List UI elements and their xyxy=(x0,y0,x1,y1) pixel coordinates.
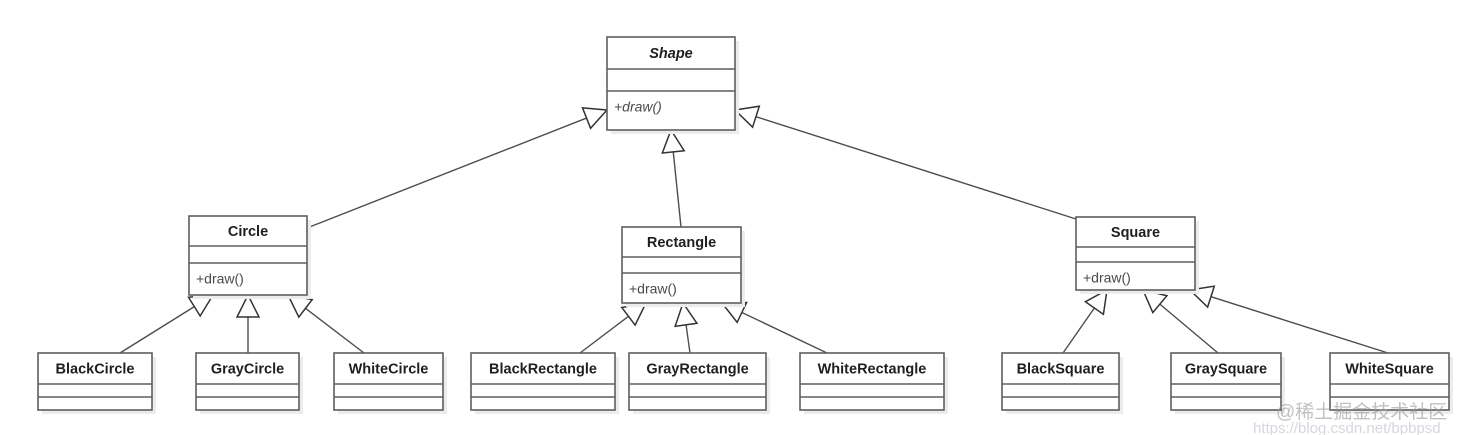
class-box-circle[interactable]: Circle +draw() xyxy=(188,215,311,299)
generalization-gray_circle-to-circle xyxy=(235,293,261,353)
class-box-square[interactable]: Square +draw() xyxy=(1075,216,1199,294)
generalization-black_rectangle-to-rectangle xyxy=(579,301,648,354)
generalization-line xyxy=(685,324,691,354)
generalization-white_square-to-square xyxy=(1188,285,1389,354)
class-box-outline xyxy=(1075,216,1196,291)
generalization-black_circle-to-circle xyxy=(119,294,215,354)
generalization-arrowhead xyxy=(674,301,699,328)
class-box-gray-square[interactable]: GraySquare xyxy=(1170,352,1285,414)
class-box-rectangle[interactable]: Rectangle +draw() xyxy=(621,226,745,307)
class-name-label: WhiteCircle xyxy=(349,361,429,377)
class-box-outline xyxy=(1001,352,1120,411)
generalization-gray_rectangle-to-rectangle xyxy=(674,301,699,354)
generalization-circle-to-shape xyxy=(306,106,609,229)
class-name-label: Square xyxy=(1111,225,1160,241)
generalization-line xyxy=(119,306,195,354)
watermark-handle: @稀土掘金技术社区 xyxy=(1276,401,1447,423)
generalization-line xyxy=(1159,303,1219,354)
generalization-square-to-shape xyxy=(733,105,1077,220)
class-name-label: Rectangle xyxy=(647,235,716,251)
generalization-line xyxy=(1062,307,1095,354)
class-box-outline xyxy=(799,352,945,411)
class-box-outline xyxy=(606,36,736,131)
class-name-label: Circle xyxy=(228,224,268,240)
generalization-arrowhead xyxy=(581,106,609,130)
class-name-label: WhiteSquare xyxy=(1345,361,1434,377)
class-box-gray-rectangle[interactable]: GrayRectangle xyxy=(628,352,770,414)
generalization-arrowhead xyxy=(733,105,761,129)
class-box-white-square[interactable]: WhiteSquare xyxy=(1329,352,1453,414)
class-box-black-square[interactable]: BlackSquare xyxy=(1001,352,1123,414)
generalization-line xyxy=(755,116,1077,220)
class-box-white-rectangle[interactable]: WhiteRectangle xyxy=(799,352,948,414)
class-box-outline xyxy=(628,352,767,411)
generalization-black_square-to-square xyxy=(1062,288,1108,354)
class-method-label: +draw() xyxy=(629,281,677,297)
generalization-white_circle-to-circle xyxy=(286,293,365,354)
generalization-line xyxy=(305,307,365,354)
class-method-label: +draw() xyxy=(1083,270,1131,286)
class-name-label: BlackCircle xyxy=(56,361,135,377)
class-name-label: GrayRectangle xyxy=(646,361,748,377)
class-box-outline xyxy=(470,352,616,411)
class-box-outline xyxy=(37,352,153,411)
class-name-label: GrayCircle xyxy=(211,361,284,377)
class-name-label: BlackSquare xyxy=(1017,361,1105,377)
class-name-label: GraySquare xyxy=(1185,361,1267,377)
generalization-arrowhead xyxy=(661,128,686,154)
class-name-label: BlackRectangle xyxy=(489,361,597,377)
watermark: @稀土掘金技术社区 https://blog.csdn.net/bpbpsd xyxy=(1253,401,1447,435)
generalization-rectangle-to-shape xyxy=(661,128,686,228)
generalization-arrowhead xyxy=(1083,288,1108,316)
class-box-outline xyxy=(188,215,308,296)
class-box-outline xyxy=(195,352,300,411)
generalization-line xyxy=(306,117,587,229)
class-box-black-circle[interactable]: BlackCircle xyxy=(37,352,156,414)
watermark-url: https://blog.csdn.net/bpbpsd xyxy=(1253,420,1441,435)
generalization-line xyxy=(579,315,629,354)
generalization-line xyxy=(741,311,828,354)
class-method-label: +draw() xyxy=(614,99,662,115)
class-box-black-rectangle[interactable]: BlackRectangle xyxy=(470,352,619,414)
generalization-arrowhead xyxy=(235,293,261,318)
class-box-white-circle[interactable]: WhiteCircle xyxy=(333,352,447,414)
class-boxes: Shape +draw() Circle +draw() Rectangle +draw(… xyxy=(37,36,1453,414)
class-box-gray-circle[interactable]: GrayCircle xyxy=(195,352,303,414)
class-box-outline xyxy=(1329,352,1450,411)
class-name-label: Shape xyxy=(649,46,693,62)
generalization-line xyxy=(1210,296,1389,354)
class-box-outline xyxy=(333,352,444,411)
class-box-outline xyxy=(1170,352,1282,411)
class-box-shape[interactable]: Shape +draw() xyxy=(606,36,739,134)
generalization-white_rectangle-to-rectangle xyxy=(720,301,828,354)
class-name-label: WhiteRectangle xyxy=(818,361,927,377)
class-method-label: +draw() xyxy=(196,271,244,287)
class-box-outline xyxy=(621,226,742,304)
generalization-line xyxy=(672,151,682,228)
